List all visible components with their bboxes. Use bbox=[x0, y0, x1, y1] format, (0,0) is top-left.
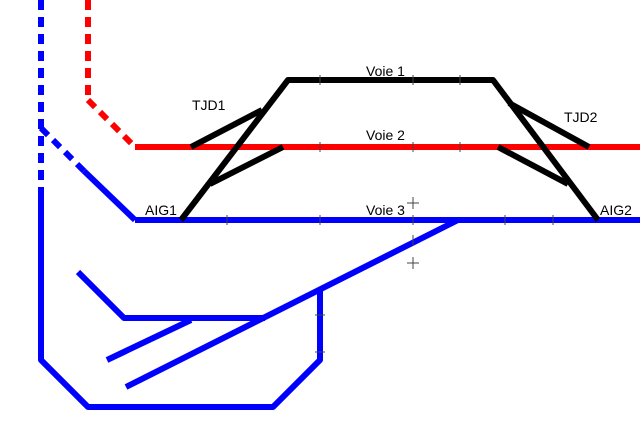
tjd1-branch-a bbox=[189, 107, 264, 150]
label-aig2: AIG2 bbox=[600, 202, 632, 218]
label-voie1: Voie 1 bbox=[366, 63, 405, 79]
red-diag-dotted bbox=[85, 97, 138, 150]
voie2-network bbox=[85, 0, 640, 150]
yard-siding-middle bbox=[105, 317, 193, 363]
label-tjd2: TJD2 bbox=[564, 109, 598, 125]
label-tjd1: TJD1 bbox=[192, 97, 226, 113]
label-aig1: AIG1 bbox=[145, 202, 177, 218]
track-ticks bbox=[226, 75, 554, 353]
blue-approach bbox=[81, 168, 138, 223]
blue-diag-dotted bbox=[38, 125, 87, 174]
voie3-network bbox=[38, 0, 640, 410]
blue-loop bbox=[38, 190, 323, 410]
voie1-network bbox=[178, 77, 601, 222]
label-voie2: Voie 2 bbox=[366, 127, 405, 143]
tjd2-branch-a bbox=[507, 100, 591, 150]
yard-siding-upper bbox=[75, 269, 265, 321]
voie1-line bbox=[178, 77, 601, 222]
tjd1-branch-b bbox=[208, 144, 285, 187]
yard-diagonal bbox=[124, 217, 460, 390]
tjd2-branch-b bbox=[496, 144, 570, 187]
label-voie3: Voie 3 bbox=[366, 202, 405, 218]
